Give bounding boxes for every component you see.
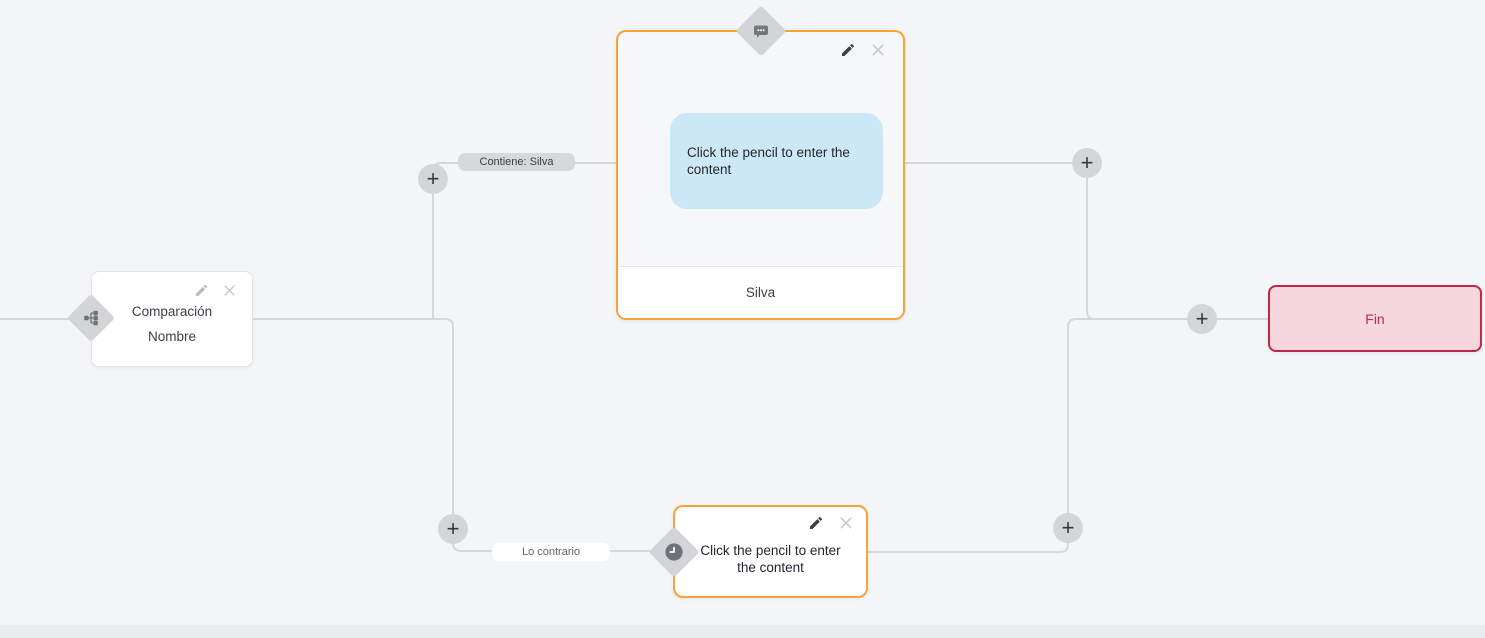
- message-bubble-text: Click the pencil to enter the content: [687, 145, 850, 177]
- comparison-node-title: Comparación: [131, 304, 213, 319]
- message-footer-text: Silva: [745, 285, 776, 300]
- branch-icon[interactable]: [66, 293, 116, 343]
- branch-icon-glyph: [83, 310, 99, 326]
- edit-pencil-icon[interactable]: [840, 42, 856, 58]
- end-node-label: Fin: [1365, 310, 1385, 327]
- message-bubble: Click the pencil to enter the content: [670, 113, 883, 209]
- edge-label-condition-true[interactable]: Contiene: Silva: [458, 153, 575, 171]
- close-icon[interactable]: [870, 42, 886, 58]
- add-node-button-top-left[interactable]: +: [418, 164, 448, 194]
- add-node-button-top-right[interactable]: +: [1072, 148, 1102, 178]
- clock-icon-glyph: [664, 542, 684, 562]
- chat-bubble-icon-glyph: [751, 21, 771, 41]
- comparison-node[interactable]: Comparación Nombre: [66, 271, 253, 367]
- edge-label-condition-false[interactable]: Lo contrario: [492, 543, 610, 561]
- add-node-button-bottom-right[interactable]: +: [1053, 513, 1083, 543]
- message-node-footer: Silva: [618, 266, 903, 318]
- edit-pencil-icon[interactable]: [194, 283, 209, 298]
- close-icon[interactable]: [222, 283, 237, 298]
- add-node-button-before-end[interactable]: +: [1187, 304, 1217, 334]
- placeholder-node-text: Click the pencil to enter the content: [700, 542, 841, 575]
- end-node[interactable]: Fin: [1268, 285, 1482, 352]
- placeholder-node[interactable]: Click the pencil to enter the content: [648, 505, 868, 598]
- add-node-button-bottom-left[interactable]: +: [438, 514, 468, 544]
- chat-bubble-icon[interactable]: [735, 5, 786, 57]
- message-node[interactable]: Click the pencil to enter the content Si…: [616, 5, 905, 320]
- close-icon[interactable]: [838, 515, 854, 531]
- canvas-bottom-strip: [0, 625, 1485, 638]
- comparison-node-subtitle: Nombre: [147, 329, 196, 344]
- clock-icon[interactable]: [648, 526, 700, 577]
- edit-pencil-icon[interactable]: [808, 515, 824, 531]
